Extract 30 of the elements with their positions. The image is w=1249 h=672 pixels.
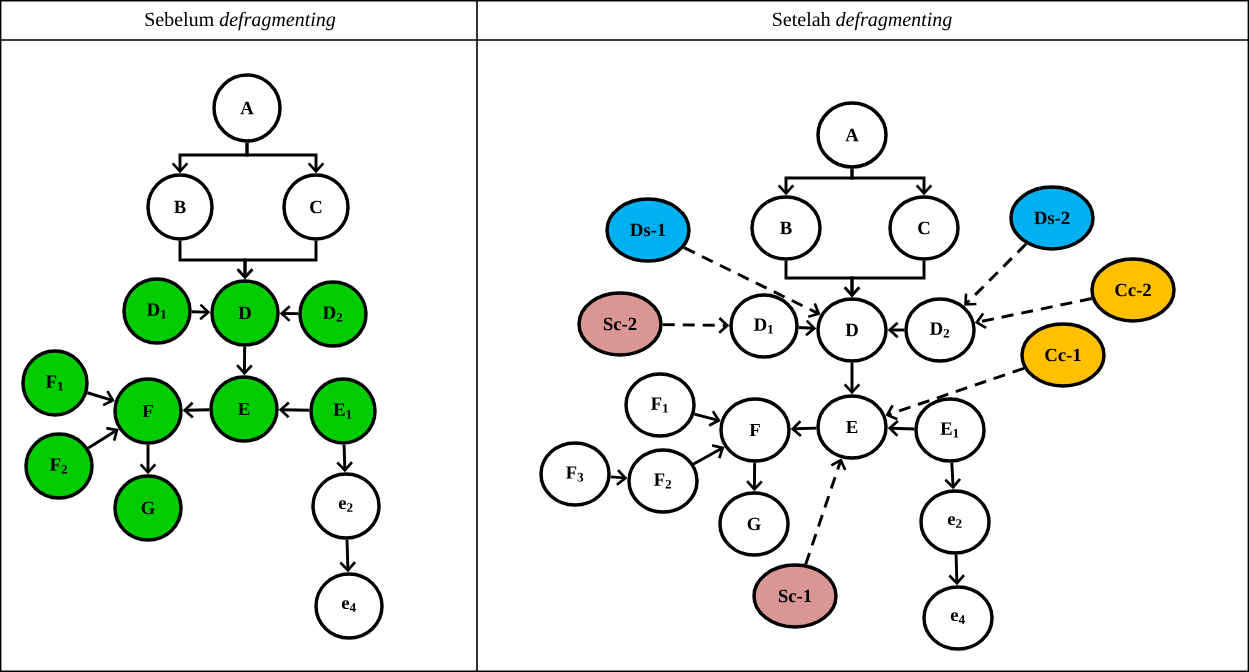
arrow [662, 317, 730, 334]
arrow [236, 346, 253, 376]
arrow [336, 444, 353, 473]
arrow [87, 426, 119, 450]
arrow [182, 401, 210, 419]
arrow [790, 420, 817, 437]
arrow [191, 303, 211, 321]
arrow [887, 420, 915, 437]
arrow [843, 260, 926, 298]
arrow [279, 305, 299, 322]
arrow [964, 242, 1028, 306]
arrow [139, 444, 157, 475]
arrow [692, 444, 725, 466]
arrow [693, 410, 721, 427]
arrow [885, 366, 1025, 421]
column-header: Setelah defragmenting [773, 11, 952, 31]
arrow [236, 240, 318, 280]
arrow [339, 539, 357, 573]
arrow [948, 554, 966, 586]
arrow [843, 362, 861, 395]
arrow [974, 297, 1093, 330]
arrow [850, 168, 933, 196]
arrow [278, 401, 310, 419]
arrow [804, 458, 847, 565]
arrow [245, 142, 325, 174]
column-header: Sebelum defragmenting [145, 11, 336, 31]
arrow [746, 462, 763, 492]
arrow [86, 390, 115, 407]
arrow [683, 246, 821, 319]
arrow [944, 462, 962, 490]
